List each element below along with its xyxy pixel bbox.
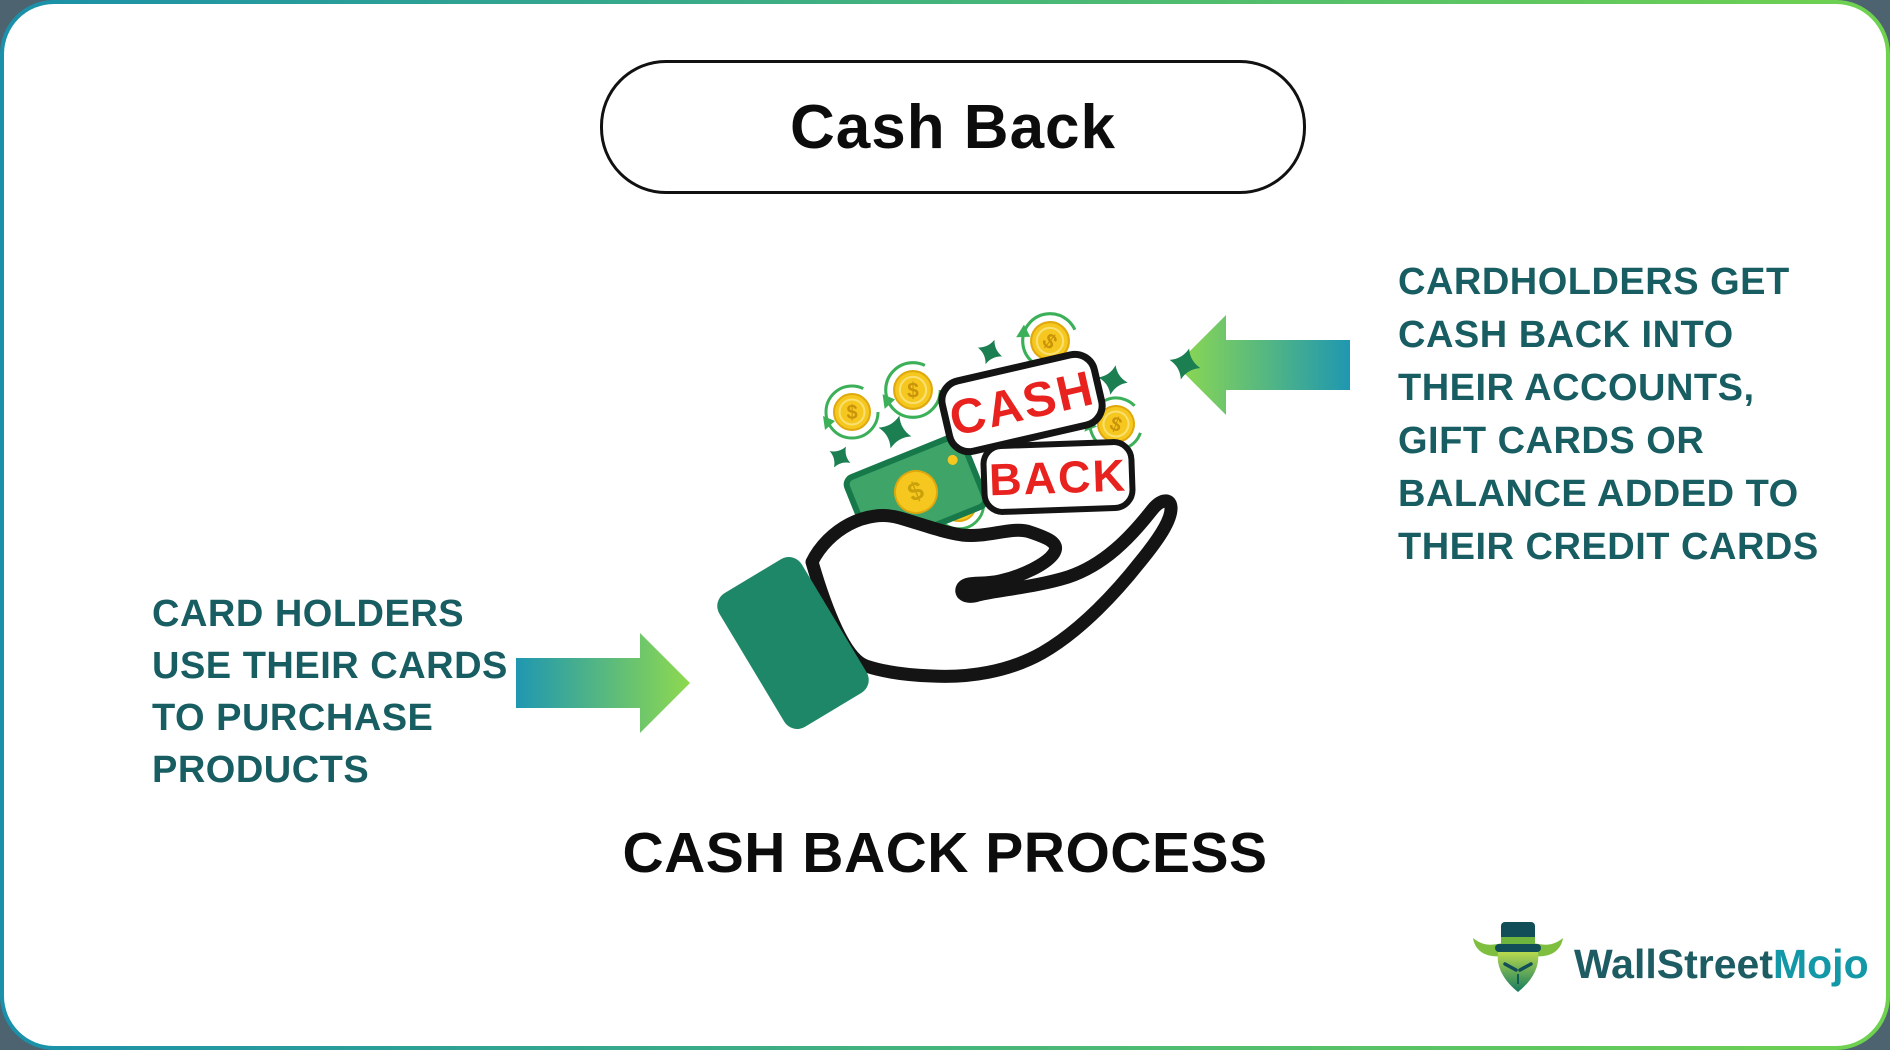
dollar-coin-icon	[821, 384, 880, 440]
right-note-line: GIFT CARDS OR	[1398, 420, 1705, 462]
sparkle-icon	[973, 335, 1007, 369]
wallstreetmojo-logo: WallStreetMojo	[1472, 920, 1869, 1008]
right-note-line: THEIR ACCOUNTS,	[1398, 367, 1755, 409]
logo-wordmark-wallstreet: WallStreet	[1574, 940, 1773, 987]
back-stamp: BACK	[980, 439, 1136, 515]
caption: CASH BACK PROCESS	[0, 820, 1890, 886]
right-pointing-arrow-icon	[516, 633, 690, 733]
right-note: CARDHOLDERS GET CASH BACK INTO THEIR ACC…	[1398, 256, 1819, 574]
left-note-line: CARD HOLDERS	[152, 593, 465, 635]
sleeve-cuff	[717, 557, 869, 729]
bull-logo-icon	[1473, 922, 1563, 992]
caption-text: CASH BACK PROCESS	[622, 821, 1268, 885]
right-note-line: CARDHOLDERS GET	[1398, 261, 1790, 303]
left-note-line: USE THEIR CARDS	[152, 645, 508, 687]
dollar-coin-icon	[880, 361, 942, 419]
left-note-line: PRODUCTS	[152, 749, 370, 791]
sparkle-icon	[823, 440, 857, 474]
page-title: Cash Back	[789, 92, 1117, 162]
logo-wordmark-mojo: Mojo	[1772, 940, 1869, 987]
open-hand-icon	[805, 494, 1178, 683]
left-note-line: TO PURCHASE	[152, 697, 434, 739]
logo-wordmark: WallStreetMojo	[1574, 941, 1869, 988]
cash-back-hand-illustration: $ $ CASH BACK	[717, 298, 1200, 729]
left-pointing-arrow-icon	[1176, 315, 1350, 415]
right-note-line: CASH BACK INTO	[1398, 314, 1734, 356]
title-pill: Cash Back	[600, 60, 1306, 194]
right-note-line: THEIR CREDIT CARDS	[1398, 526, 1819, 568]
left-note: CARD HOLDERS USE THEIR CARDS TO PURCHASE…	[152, 588, 508, 796]
cash-stamp: CASH	[938, 350, 1106, 456]
back-stamp-text: BACK	[988, 450, 1128, 506]
sparkle-icon	[1165, 344, 1200, 384]
right-note-line: BALANCE ADDED TO	[1398, 473, 1799, 515]
